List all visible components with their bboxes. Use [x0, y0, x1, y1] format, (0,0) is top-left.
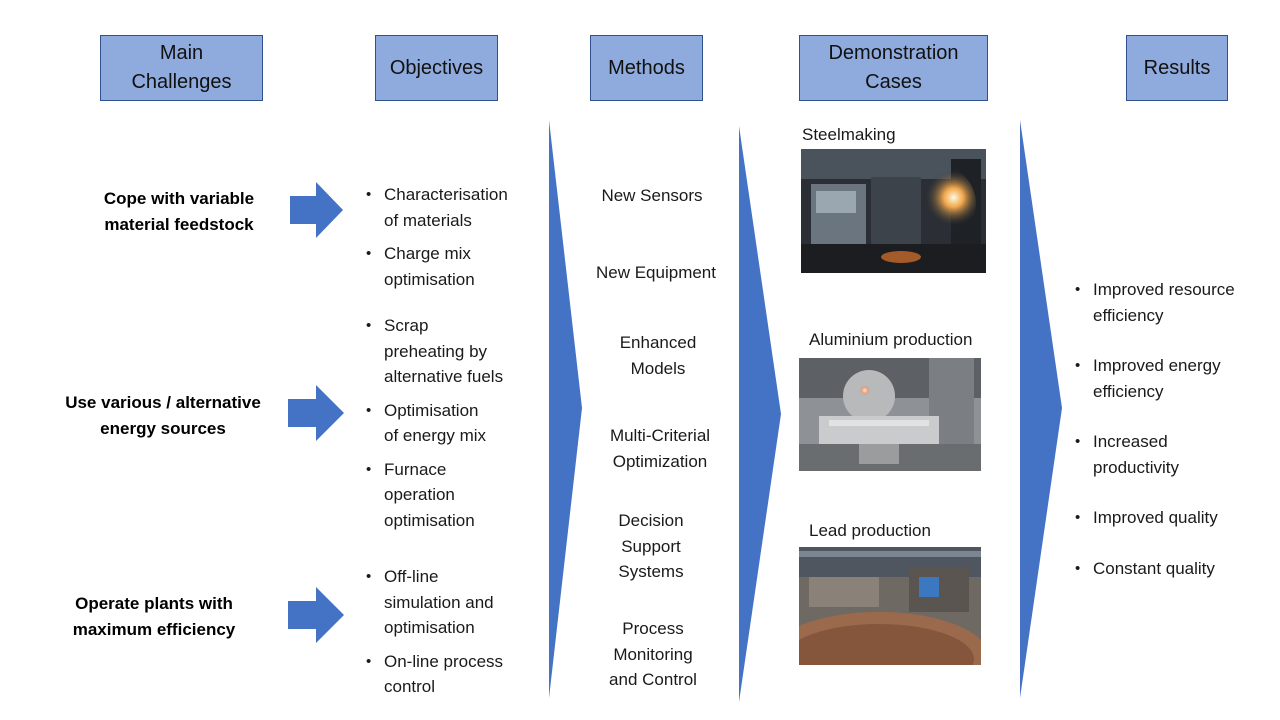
objective-item: Scrap preheating by alternative fuels [366, 313, 503, 390]
header-objectives: Objectives [375, 35, 498, 101]
block-arrow-2 [288, 385, 344, 441]
result-item: Improved quality [1075, 505, 1235, 531]
block-arrow-1 [290, 182, 343, 238]
result-item: Improved energy efficiency [1075, 353, 1235, 404]
chevron-cases-to-results [1020, 120, 1062, 698]
case-title-aluminium: Aluminium production [809, 330, 973, 349]
objective-item: Off-line simulation and optimisation [366, 564, 503, 641]
challenge-max-efficiency: Operate plants with maximum efficiency [72, 594, 236, 639]
header-methods: Methods [590, 35, 703, 101]
method-decision-support-systems: Decision Support Systems [618, 511, 684, 581]
result-item: Improved resource efficiency [1075, 277, 1235, 328]
objectives-group-1: Characterisation of materials Charge mix… [366, 182, 508, 292]
header-results: Results [1126, 35, 1228, 101]
challenge-variable-feedstock: Cope with variable material feedstock [103, 189, 255, 234]
steelmaking-photo [801, 149, 986, 273]
case-title-steelmaking: Steelmaking [802, 125, 896, 144]
result-item: Constant quality [1075, 556, 1235, 582]
method-enhanced-models: Enhanced Models [619, 333, 697, 378]
objective-item: Charge mix optimisation [366, 241, 508, 292]
objectives-group-2: Scrap preheating by alternative fuels Op… [366, 313, 503, 533]
aluminium-photo [799, 358, 981, 471]
objective-item: Characterisation of materials [366, 182, 508, 233]
method-new-equipment: New Equipment [595, 263, 716, 282]
header-demonstration-cases: Demonstration Cases [799, 35, 988, 101]
objectives-group-3: Off-line simulation and optimisation On-… [366, 564, 503, 700]
challenge-alternative-energy: Use various / alternative energy sources [65, 393, 261, 438]
chevron-methods-to-cases [739, 126, 781, 702]
lead-photo [799, 547, 981, 665]
results-list: Improved resource efficiency Improved en… [1075, 277, 1235, 581]
method-multi-criterial-optimization: Multi-Criterial Optimization [609, 426, 711, 471]
method-process-monitoring: Process Monitoring and Control [609, 619, 697, 689]
chevron-objectives-to-methods [549, 120, 582, 698]
objective-item: On-line process control [366, 649, 503, 700]
objective-item: Furnace operation optimisation [366, 457, 503, 534]
result-item: Increased productivity [1075, 429, 1235, 480]
block-arrow-3 [288, 587, 344, 643]
objective-item: Optimisation of energy mix [366, 398, 503, 449]
method-new-sensors: New Sensors [601, 186, 703, 205]
case-title-lead: Lead production [809, 521, 931, 540]
header-main-challenges: Main Challenges [100, 35, 263, 101]
